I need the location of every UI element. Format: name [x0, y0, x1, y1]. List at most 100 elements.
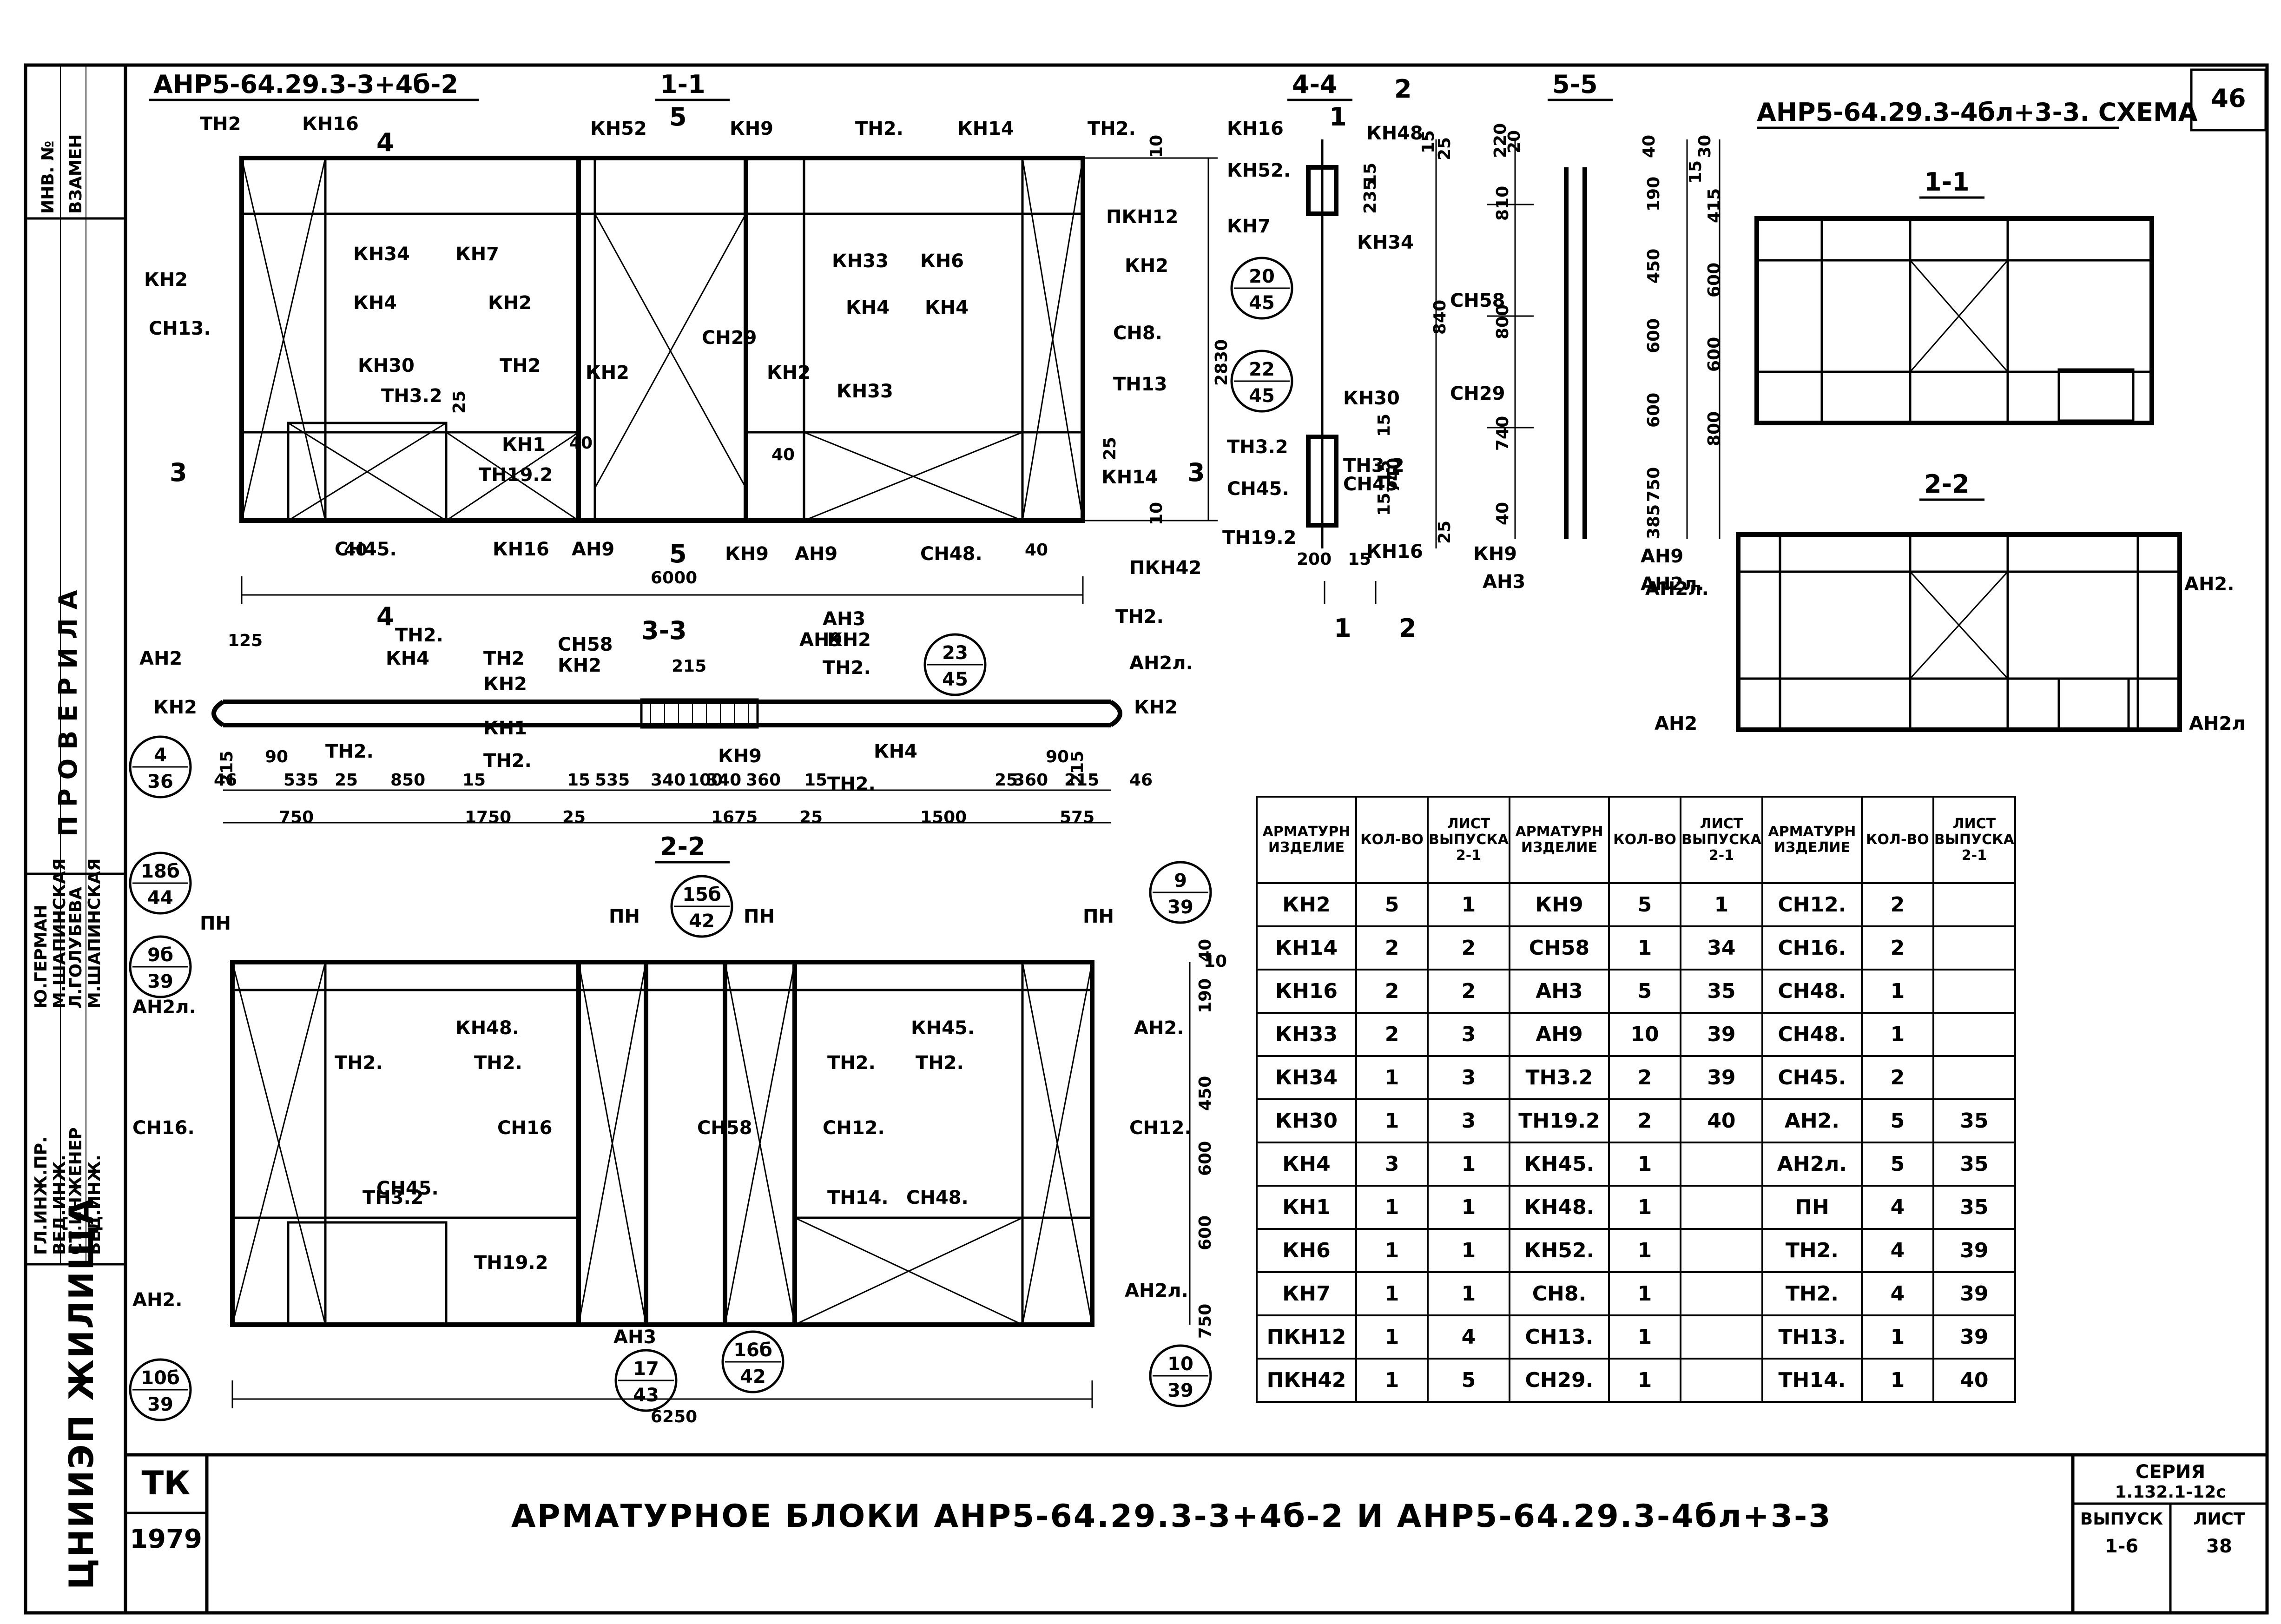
drawing-label: 125 [228, 631, 263, 650]
table-cell: 1 [1355, 1358, 1429, 1403]
drawing-label: КН2 [483, 673, 527, 695]
drawing-label: 800 [1705, 411, 1724, 446]
drawing-label: 360 [1013, 771, 1048, 790]
drawing-label: ТН2. [827, 1052, 876, 1074]
drawing-label: КН30 [358, 355, 415, 376]
table-cell: КН14 [1256, 925, 1357, 970]
drawing-label: 10 [1147, 502, 1166, 525]
drawing-label: ТН3.2 [1343, 455, 1404, 476]
section-3-3-title: 3-3 [641, 616, 687, 645]
scheme-1-1 [1754, 216, 2154, 425]
drawing-label: ТН2. [335, 1052, 383, 1074]
drawing-label: КН1 [502, 434, 546, 456]
drawing-label: 810 [1493, 186, 1512, 221]
scheme-1-1-title: 1-1 [1924, 167, 1970, 197]
drawing-label: 740 [1493, 416, 1512, 451]
table-cell: 1 [1860, 1358, 1934, 1403]
role-label: СТ.ИНЖЕНЕР [66, 1127, 86, 1255]
elevation-top [239, 156, 1218, 604]
drawing-label: 220 [1491, 123, 1510, 158]
table-cell: ПКН42 [1256, 1358, 1357, 1403]
sheet-title: АРМАТУРНОЕ БЛОКИ АНР5-64.29.3-3+4б-2 И А… [511, 1498, 1832, 1535]
drawing-label: 360 [746, 771, 781, 790]
name-label: М.ШАПИНСКАЯ [85, 858, 104, 1009]
table-cell: 1 [1355, 1271, 1429, 1316]
table-cell: 3 [1427, 1055, 1510, 1100]
scheme-2-2-title: 2-2 [1924, 469, 1970, 499]
drawing-label: ТН2. [855, 118, 903, 139]
table-cell: 5 [1608, 969, 1681, 1014]
table-cell: 35 [1932, 1142, 2016, 1187]
drawing-label: 6250 [651, 1407, 697, 1426]
table-cell [1679, 1185, 1763, 1230]
table-cell [1932, 882, 2016, 927]
drawing-label: СН48. [906, 1187, 969, 1208]
table-cell: КН2 [1256, 882, 1357, 927]
drawing-label: АН2. [132, 1289, 182, 1311]
table-cell [1679, 1271, 1763, 1316]
table-cell: 35 [1932, 1098, 2016, 1143]
drawing-label: 235 [1361, 179, 1380, 214]
drawing-label: 215 [672, 657, 706, 676]
drawing-label: АН2л. [1645, 578, 1709, 600]
table-cell: 1 [1355, 1185, 1429, 1230]
drawing-label: СН8. [1113, 323, 1162, 344]
table-cell: ПН [1761, 1185, 1863, 1230]
drawing-label: КН16 [493, 539, 549, 560]
drawing-label: 200 [1297, 550, 1332, 569]
drawing-label: 1 [1334, 614, 1351, 643]
drawing-label: 2 [1394, 74, 1412, 104]
drawing-label: СН12. [1129, 1117, 1192, 1139]
bubble-top: 4 [154, 745, 167, 766]
bubble-circle [1230, 257, 1293, 320]
drawing-label: АН2. [2184, 574, 2234, 595]
drawing-label: 40 [771, 445, 795, 464]
name-label: Ю.ГЕРМАН [32, 904, 51, 1009]
drawing-label: ТН19.2 [1222, 527, 1296, 548]
table-cell: 39 [1679, 1055, 1763, 1100]
drawing-label: КН2 [144, 269, 188, 290]
drawing-label: АН9 [1641, 546, 1683, 567]
drawing-label: 15 [567, 771, 590, 790]
table-cell [1679, 1142, 1763, 1187]
drawing-label: 40 [1025, 541, 1048, 560]
drawing-label: 2 [1399, 614, 1417, 643]
drawing-label: КН2 [488, 292, 532, 314]
role-label: ВЕД.ИНЖ. [85, 1155, 104, 1255]
table-cell: 39 [1932, 1271, 2016, 1316]
drawing-label: СН45 [1343, 474, 1398, 495]
table-cell: 1 [1608, 1228, 1681, 1273]
drawing-label: 600 [1644, 318, 1663, 353]
table-cell: 4 [1427, 1314, 1510, 1360]
table-cell: ТН14. [1761, 1358, 1863, 1403]
drawing-label: КН52. [1227, 160, 1291, 181]
page-number-box [2190, 68, 2267, 132]
drawing-label: КН6 [920, 251, 964, 272]
bubble-top: 9 [1174, 870, 1187, 891]
bubble-bottom: 39 [147, 1394, 173, 1415]
series-value: 1.132.1-12с [2115, 1483, 2226, 1502]
drawing-label: АН2. [1134, 1017, 1184, 1039]
table-cell: 1 [1608, 925, 1681, 970]
section-1-1-title: 1-1 [660, 70, 705, 99]
table-header-cell: КОЛ-ВО [1608, 796, 1681, 884]
drawing-label: 5 [669, 539, 687, 568]
drawing-label: АН3 [613, 1327, 656, 1348]
table-cell: КН52. [1508, 1228, 1610, 1273]
drawing-label: 340 [706, 771, 741, 790]
drawing-label: КН16 [1366, 541, 1423, 562]
table-cell: 2 [1860, 925, 1934, 970]
bubble-circle [1149, 1344, 1212, 1407]
drawing-label: 25 [995, 771, 1018, 790]
bubble-bottom: 45 [1249, 292, 1275, 314]
bubble-circle [923, 633, 987, 696]
table-cell: КН1 [1256, 1185, 1357, 1230]
